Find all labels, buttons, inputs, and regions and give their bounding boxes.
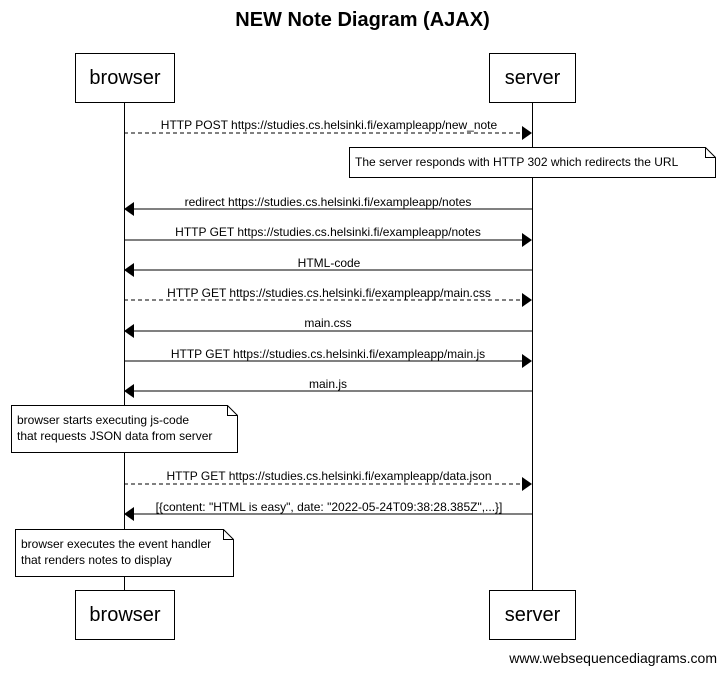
message-label-6: main.css — [304, 316, 352, 330]
message-arrow-1 — [124, 126, 532, 140]
participant-browser-bottom: browser — [75, 590, 175, 640]
message-label-4: HTML-code — [297, 256, 361, 270]
message-arrow-10 — [124, 507, 532, 521]
note-text-line-1: browser starts executing js-code — [17, 413, 190, 427]
participant-server-top: server — [489, 53, 576, 103]
note-shape — [349, 147, 716, 178]
message-arrow-8 — [124, 384, 532, 398]
note-shape — [11, 405, 238, 453]
message-label-8: main.js — [308, 377, 348, 391]
message-arrow-7 — [124, 354, 532, 368]
message-label-3: HTTP GET https://studies.cs.helsinki.fi/… — [175, 225, 481, 239]
participant-browser-top: browser — [75, 53, 175, 103]
note-browser-event-handler: browser executes the event handler that … — [15, 529, 234, 577]
note-text: The server responds with HTTP 302 which … — [355, 155, 679, 169]
note-browser-executing-js: browser starts executing js-code that re… — [11, 405, 238, 453]
message-arrow-5 — [124, 293, 532, 307]
watermark-link[interactable]: www.websequencediagrams.com — [509, 650, 717, 666]
server-lifeline — [532, 102, 533, 590]
message-arrow-3 — [124, 233, 532, 247]
note-shape — [15, 529, 234, 577]
note-text-line-2: that requests JSON data from server — [17, 429, 213, 443]
diagram-title: NEW Note Diagram (AJAX) — [235, 9, 490, 31]
browser-lifeline — [124, 102, 125, 590]
participant-server-bottom: server — [489, 590, 576, 640]
message-arrow-4 — [124, 263, 532, 277]
message-arrow-2 — [124, 202, 532, 216]
note-text-line-1: browser executes the event handler — [21, 537, 212, 551]
message-arrow-9 — [124, 477, 532, 491]
participant-server-label: server — [504, 603, 561, 626]
note-server-redirect: The server responds with HTTP 302 which … — [349, 147, 716, 178]
message-label-7: HTTP GET https://studies.cs.helsinki.fi/… — [170, 347, 486, 361]
participant-browser-label: browser — [89, 66, 161, 89]
participant-browser-label: browser — [89, 603, 161, 626]
message-label-1: HTTP POST https://studies.cs.helsinki.fi… — [160, 118, 498, 132]
message-arrow-6 — [124, 324, 532, 338]
participant-server-label: server — [504, 66, 561, 89]
note-text-line-2: that renders notes to display — [21, 553, 172, 567]
message-label-2: redirect https://studies.cs.helsinki.fi/… — [184, 195, 472, 209]
message-label-10: [{content: "HTML is easy", date: "2022-0… — [155, 500, 503, 514]
message-label-5: HTTP GET https://studies.cs.helsinki.fi/… — [167, 286, 491, 300]
message-label-9: HTTP GET https://studies.cs.helsinki.fi/… — [166, 469, 492, 483]
